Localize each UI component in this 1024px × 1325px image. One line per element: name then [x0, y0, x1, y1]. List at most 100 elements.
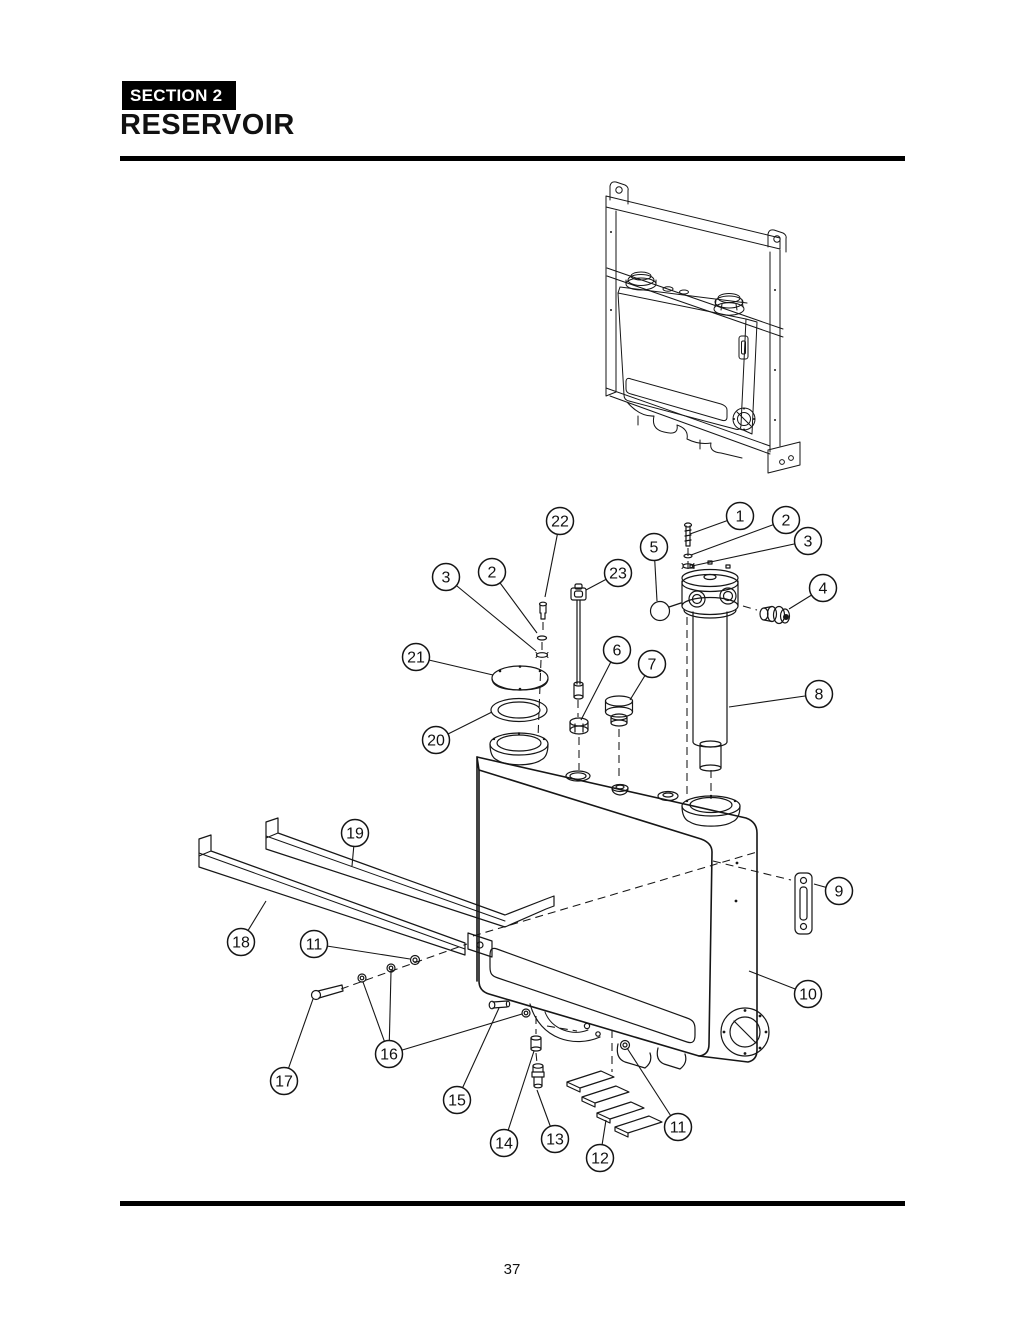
callout-balloon [431, 562, 461, 592]
assembled-view [605, 181, 801, 474]
callout-number: 4 [819, 581, 828, 598]
leader-line [313, 943, 411, 960]
callout-balloon [603, 558, 633, 588]
callout-balloon [637, 649, 667, 679]
callout-number: 11 [306, 937, 323, 954]
callout-balloon [299, 929, 329, 959]
callout-balloon [808, 573, 838, 603]
callout-10: 10 [793, 979, 823, 1009]
callout-number: 2 [782, 513, 791, 530]
callout-number: 6 [613, 643, 622, 660]
page-number: 37 [503, 1261, 521, 1278]
callout-balloon [340, 818, 370, 848]
section-badge: SECTION 2 [122, 81, 237, 110]
callout-balloon [585, 1143, 615, 1173]
callout-number: 14 [495, 1136, 513, 1153]
callout-2: 2 [771, 505, 801, 535]
callout-8: 8 [804, 679, 834, 709]
callout-balloon [793, 979, 823, 1009]
callout-number: 20 [427, 733, 445, 750]
filter-assembly [649, 560, 791, 772]
callout-14: 14 [489, 1128, 519, 1158]
page-title: RESERVOIR [120, 109, 295, 141]
leader-line [690, 519, 787, 556]
callout-15: 15 [442, 1085, 472, 1115]
callout-22: 22 [545, 506, 575, 536]
callout-balloon [269, 1066, 299, 1096]
tank-details [489, 732, 770, 1070]
callout-23: 23 [603, 558, 633, 588]
nut-part-6 [569, 717, 589, 727]
callout-number: 11 [670, 1120, 687, 1137]
callout-balloon [477, 557, 507, 587]
header-rule [120, 156, 905, 161]
exploded-view [198, 522, 813, 1138]
callout-11: 11 [663, 1112, 693, 1142]
cover-and-gasket [490, 665, 549, 723]
callout-number: 12 [591, 1151, 609, 1168]
callout-balloon [545, 506, 575, 536]
leader-line [503, 1050, 535, 1144]
callout-number: 10 [799, 987, 817, 1004]
callout-number: 3 [804, 534, 813, 551]
callout-20: 20 [421, 725, 451, 755]
leader-line [728, 693, 820, 708]
callout-number: 18 [232, 935, 250, 952]
callout-balloon [401, 642, 431, 672]
callout-12: 12 [585, 1143, 615, 1173]
callout-13: 13 [540, 1124, 570, 1154]
sight-gauge [794, 872, 813, 935]
callout-3: 3 [793, 526, 823, 556]
callout-5: 5 [639, 532, 669, 562]
callout-balloon [824, 876, 854, 906]
callout-balloon [663, 1112, 693, 1142]
bolt-and-washers [310, 954, 421, 1001]
callout-4: 4 [808, 573, 838, 603]
callout-16: 16 [374, 1039, 404, 1069]
callout-number: 5 [650, 540, 659, 557]
callout-number: 13 [546, 1132, 564, 1149]
callout-balloon [540, 1124, 570, 1154]
screw-and-washers [681, 522, 695, 569]
callout-number: 9 [835, 884, 844, 901]
callout-balloon [804, 679, 834, 709]
callout-7: 7 [637, 649, 667, 679]
callout-17: 17 [269, 1066, 299, 1096]
fitting-part-4 [759, 605, 791, 625]
callout-balloon [421, 725, 451, 755]
callout-balloon [771, 505, 801, 535]
callout-6: 6 [602, 635, 632, 665]
callout-2: 2 [477, 557, 507, 587]
callout-balloon [226, 927, 256, 957]
callout-balloon [374, 1039, 404, 1069]
leader-line [691, 540, 809, 567]
cap-part-7 [604, 695, 634, 727]
bottom-hardware [488, 1000, 631, 1089]
callout-balloon [602, 635, 632, 665]
callout-number: 7 [648, 657, 657, 674]
reservoir-tank [476, 756, 758, 1063]
callout-number: 19 [346, 826, 364, 843]
callout-21: 21 [401, 642, 431, 672]
callout-number: 17 [275, 1074, 293, 1091]
callout-number: 3 [442, 570, 451, 587]
callout-balloon [793, 526, 823, 556]
callout-number: 22 [551, 514, 569, 531]
callout-18: 18 [226, 927, 256, 957]
callout-number: 1 [736, 509, 745, 526]
callout-19: 19 [340, 818, 370, 848]
mounting-strips [566, 1070, 663, 1138]
leader-line [388, 1013, 523, 1055]
footer-rule [120, 1201, 905, 1206]
leader-line [445, 576, 537, 652]
callout-number: 2 [488, 565, 497, 582]
dipstick-assembly [569, 583, 589, 735]
callout-number: 8 [815, 687, 824, 704]
callout-number: 15 [448, 1093, 466, 1110]
ball-part-5 [649, 600, 671, 622]
leader-line [456, 1007, 500, 1101]
leader-line [283, 998, 314, 1082]
